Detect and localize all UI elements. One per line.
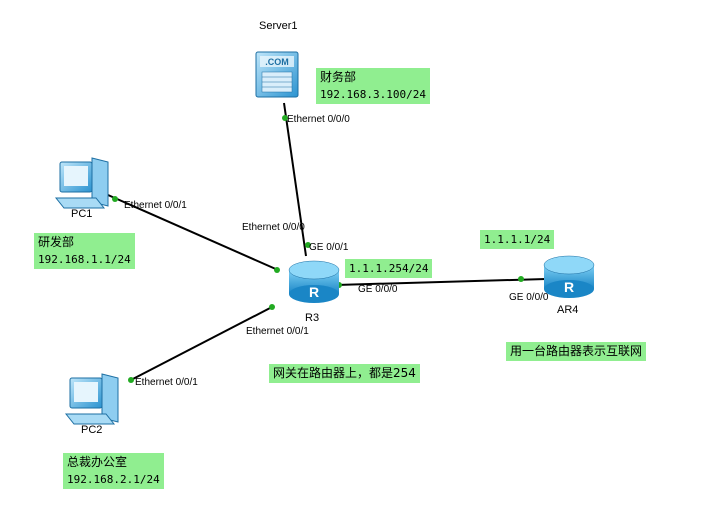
port-label-pc2-eth: Ethernet 0/0/1 <box>135 377 198 388</box>
port-dot <box>269 304 275 310</box>
note-exec-title: 总裁办公室 <box>67 455 128 469</box>
pc-icon[interactable] <box>54 157 109 209</box>
device-name-pc2: PC2 <box>81 424 103 436</box>
router-icon[interactable]: R <box>288 260 340 303</box>
note-exec-ip: 192.168.2.1/24 <box>67 473 160 486</box>
port-label-r3-eth000: Ethernet 0/0/0 <box>242 222 305 233</box>
server-badge: .COM <box>265 57 289 67</box>
note-finance: 财务部 192.168.3.100/24 <box>316 68 430 104</box>
device-name-ar4: AR4 <box>557 304 579 316</box>
link-pc1-r3 <box>107 194 279 271</box>
note-rd: 研发部 192.168.1.1/24 <box>34 233 135 269</box>
port-dot <box>518 276 524 282</box>
note-r3-ip: 1.1.1.254/24 <box>345 259 433 278</box>
note-rd-ip: 192.168.1.1/24 <box>38 253 131 266</box>
port-dot <box>274 267 280 273</box>
port-dot <box>112 196 118 202</box>
port-label-server1-eth: Ethernet 0/0/0 <box>287 114 350 125</box>
router-glyph: R <box>309 284 319 300</box>
server-icon[interactable]: .COM <box>255 51 299 98</box>
device-name-pc1: PC1 <box>71 208 93 220</box>
link-server1-r3 <box>283 102 307 257</box>
link-pc2-r3 <box>128 306 273 382</box>
port-label-r3-eth001: Ethernet 0/0/1 <box>246 326 309 337</box>
note-ar4-ip: 1.1.1.1/24 <box>480 230 555 249</box>
port-label-r3-ge000: GE 0/0/0 <box>358 284 398 295</box>
port-dot <box>128 377 134 383</box>
device-name-r3: R3 <box>305 312 320 324</box>
note-internet: 用一台路由器表示互联网 <box>506 342 647 361</box>
port-dot <box>305 242 311 248</box>
note-finance-ip: 192.168.3.100/24 <box>320 88 426 101</box>
device-name-server1: Server1 <box>259 20 298 32</box>
router-icon[interactable]: R <box>543 255 595 298</box>
note-rd-title: 研发部 <box>38 235 75 249</box>
router-glyph: R <box>564 279 574 295</box>
port-label-pc1-eth: Ethernet 0/0/1 <box>124 200 187 211</box>
note-exec: 总裁办公室 192.168.2.1/24 <box>63 453 164 489</box>
port-dot <box>282 115 288 121</box>
note-finance-title: 财务部 <box>320 70 357 84</box>
link-r3-ar4 <box>335 278 547 286</box>
port-label-r3-ge001: GE 0/0/1 <box>309 242 349 253</box>
note-gateway: 网关在路由器上，都是254 <box>269 364 420 383</box>
port-label-ar4-ge000: GE 0/0/0 <box>509 292 549 303</box>
pc-icon[interactable] <box>64 373 119 425</box>
